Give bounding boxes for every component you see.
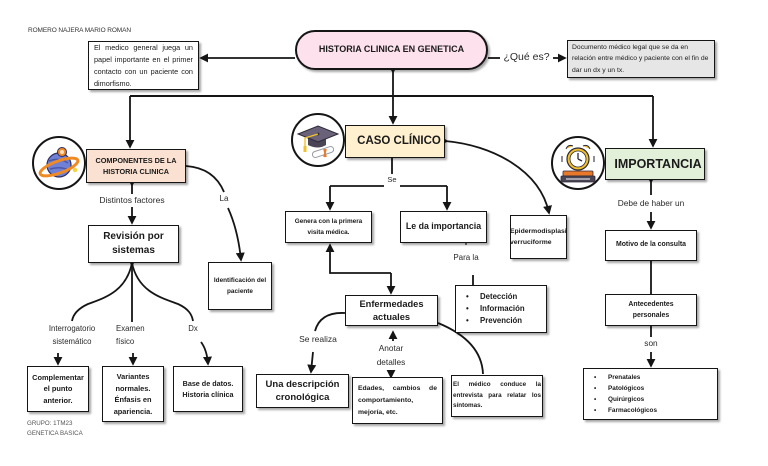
connector-dot	[465, 243, 467, 245]
importance-title: IMPORTANCIA	[614, 156, 702, 171]
history-type-item: Prenatales	[592, 372, 657, 383]
review-text: Revisión por sistemas	[103, 231, 164, 256]
connector-dx-to-result	[200, 341, 212, 366]
connector-realiza-to-chronological	[307, 351, 317, 374]
example-text: Epidermodisplasia verruciforme	[510, 228, 567, 246]
history-type-item: Patológicos	[592, 383, 657, 394]
review-node[interactable]: Revisión por sistemas	[88, 225, 179, 263]
chronological-node[interactable]: Una descripción cronológica	[256, 374, 349, 408]
author-name: ROMERO NAJERA MARIO ROMAN	[28, 27, 131, 34]
case-icon-circle	[291, 113, 345, 167]
alarm-clock-icon	[560, 144, 596, 183]
question-label: ¿Qué es?	[501, 50, 552, 64]
interview-text: El médico conduce la entrevista para rel…	[453, 381, 541, 410]
branch-result-text: Variantes normales. Énfasis en aparienci…	[113, 372, 153, 416]
case-title: CASO CLÍNICO	[357, 135, 441, 148]
purposes-list: Detección Información Prevención	[464, 291, 525, 327]
reason-text: Motivo de la consulta	[615, 241, 687, 249]
planet-icon	[38, 147, 80, 178]
connector-diseases-to-interview	[437, 322, 484, 375]
identification-node[interactable]: Identificación del paciente	[208, 262, 272, 310]
example-node[interactable]: Epidermodisplasia verruciforme	[510, 215, 567, 259]
branch-label-dx: Dx	[184, 322, 202, 335]
history-types-node[interactable]: Prenatales Patológicos Quirúrgicos Farma…	[583, 368, 718, 420]
importance-node[interactable]: IMPORTANCIA	[605, 148, 705, 180]
root-title: HISTORIA CLINICA EN GENETICA	[318, 44, 465, 55]
details-node[interactable]: Edades, cambios de comportamiento, mejor…	[352, 377, 443, 424]
connector-la-to-identification	[227, 207, 245, 262]
connector-label-para: Para la	[446, 252, 486, 265]
chronological-text: Una descripción cronológica	[265, 379, 340, 403]
definition-box: Documento médico legal que se da en rela…	[567, 40, 715, 78]
connector-label-debe: Debe de haber un	[611, 197, 691, 210]
importance-case-text: Le da importancia	[405, 221, 482, 232]
interview-node[interactable]: El médico conduce la entrevista para rel…	[451, 375, 543, 417]
connector-review-to-interrogatorio	[71, 262, 133, 322]
side-note-text: El medico general juega un papel importa…	[94, 42, 193, 88]
case-node[interactable]: CASO CLÍNICO	[345, 125, 445, 158]
purpose-item: Prevención	[464, 315, 525, 327]
history-types-list: Prenatales Patológicos Quirúrgicos Farma…	[592, 372, 657, 416]
connector-label-son: son	[638, 337, 664, 350]
branch-result-examen[interactable]: Variantes normales. Énfasis en aparienci…	[102, 366, 164, 422]
connector-label-se: Se	[384, 174, 400, 186]
purpose-item: Información	[464, 303, 525, 315]
branch-result-text: Complementar el punto anterior.	[32, 372, 84, 405]
branch-label-examen: Examen físico	[116, 322, 148, 348]
graduation-cap-icon	[296, 125, 340, 158]
connector-label-la: La	[216, 193, 232, 206]
connector-label-factors: Distintos factores	[92, 194, 172, 208]
generates-text: Genera con la primera visita médica.	[294, 218, 363, 236]
components-title: COMPONENTES DE LA HISTORIA CLINICA	[95, 155, 177, 177]
history-type-item: Farmacológicos	[592, 405, 657, 416]
branch-label-interrogatorio: Interrogatorio sistemático	[44, 322, 100, 348]
history-text: Antecedentes personales	[628, 300, 674, 320]
importance-case-node[interactable]: Le da importancia	[400, 211, 487, 243]
connector-label-realiza: Se realiza	[294, 333, 342, 347]
importance-icon-circle	[551, 136, 605, 190]
history-node[interactable]: Antecedentes personales	[605, 294, 697, 326]
footer-group: GRUPO: 1TM23	[27, 420, 73, 427]
components-node[interactable]: COMPONENTES DE LA HISTORIA CLINICA	[86, 149, 186, 183]
side-note-box: El medico general juega un papel importa…	[88, 41, 199, 90]
branch-result-text: Base de datos. Historia clínica	[182, 378, 234, 400]
connector-diseases-to-realiza	[314, 312, 346, 332]
connector-case-to-example	[444, 140, 552, 215]
connector-components-to-la	[185, 165, 225, 193]
current-diseases-text: Enfermedades actuales	[359, 298, 424, 322]
connector-review-to-dx	[131, 262, 194, 322]
root-node[interactable]: HISTORIA CLINICA EN GENETICA	[295, 30, 488, 70]
components-icon-circle	[32, 136, 86, 190]
reason-node[interactable]: Motivo de la consulta	[605, 230, 697, 261]
identification-text: Identificación del paciente	[213, 277, 267, 295]
connector-label-anotar: Anotar detalles	[376, 343, 406, 367]
definition-text: Documento médico legal que se da en rela…	[572, 43, 709, 74]
history-type-item: Quirúrgicos	[592, 394, 657, 405]
connector-junction-to-generates	[325, 243, 391, 274]
generates-node[interactable]: Genera con la primera visita médica.	[285, 211, 372, 243]
details-text: Edades, cambios de comportamiento, mejor…	[358, 384, 437, 416]
branch-result-dx[interactable]: Base de datos. Historia clínica	[173, 366, 243, 412]
branch-result-interrogatorio[interactable]: Complementar el punto anterior.	[27, 366, 89, 412]
current-diseases-node[interactable]: Enfermedades actuales	[345, 295, 438, 326]
purpose-item: Detección	[464, 291, 525, 303]
footer-subject: GENETICA BASICA	[27, 430, 83, 437]
purposes-node[interactable]: Detección Información Prevención	[455, 285, 547, 333]
